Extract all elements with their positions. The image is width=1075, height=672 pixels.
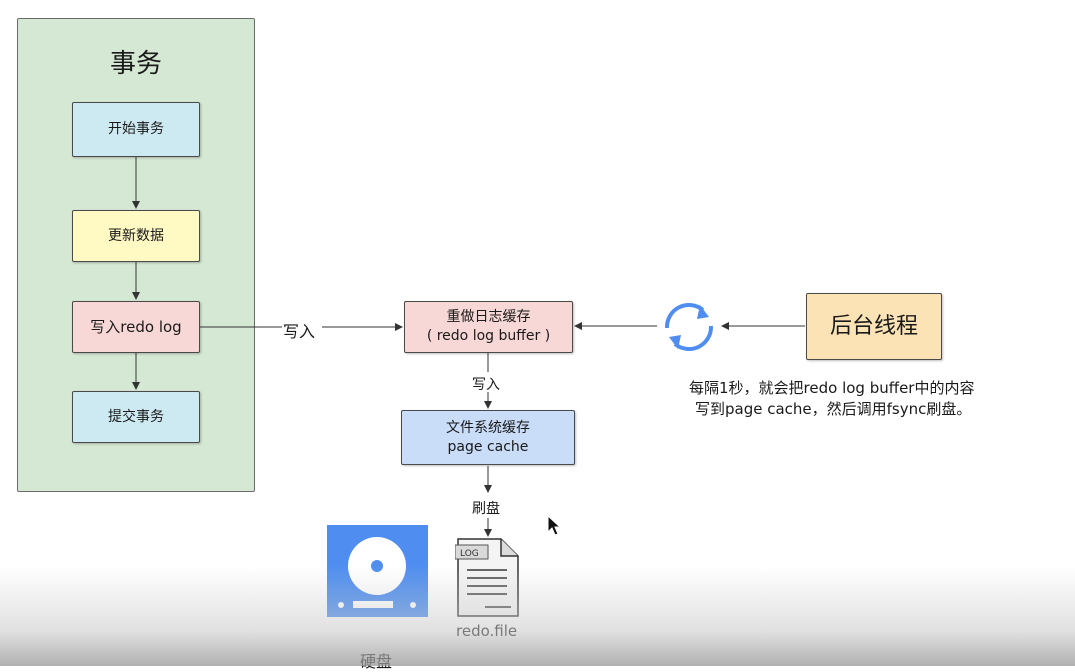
disk-label: 硬盘 xyxy=(360,652,393,671)
log-file-icon: LOG xyxy=(455,538,519,617)
step-label: 写入redo log xyxy=(90,317,182,336)
edge-label-write-to-buffer: 写入 xyxy=(283,322,316,341)
step-label: 提交事务 xyxy=(108,408,164,425)
edge-label-write-to-pagecache: 写入 xyxy=(472,377,500,393)
step-label: 开始事务 xyxy=(108,121,164,137)
background-thread-label: 后台线程 xyxy=(829,314,918,339)
redo-log-buffer-subtitle: ( redo log buffer ) xyxy=(426,328,551,344)
step-begin-transaction: 开始事务 xyxy=(72,102,200,157)
edge-label-flush: 刷盘 xyxy=(472,501,500,517)
log-badge: LOG xyxy=(460,549,479,559)
redo-log-buffer-box: 重做日志缓存 ( redo log buffer ) xyxy=(404,301,573,353)
redo-log-buffer-title: 重做日志缓存 xyxy=(446,309,531,325)
flush-note-line2: 写到page cache，然后调用fsync刷盘。 xyxy=(695,400,972,418)
refresh-icon xyxy=(664,302,714,352)
flush-note-line1: 每隔1秒，就会把redo log buffer中的内容 xyxy=(689,379,975,397)
flush-note: 每隔1秒，就会把redo log buffer中的内容 写到page cache… xyxy=(689,378,974,420)
mouse-cursor-icon xyxy=(547,515,562,536)
step-label: 更新数据 xyxy=(108,227,164,244)
transaction-title: 事务 xyxy=(109,49,162,79)
page-cache-subtitle: page cache xyxy=(447,438,529,455)
page-cache-box: 文件系统缓存 page cache xyxy=(401,410,575,465)
step-write-redo-log: 写入redo log xyxy=(72,301,200,353)
background-thread-box: 后台线程 xyxy=(806,293,942,360)
step-update-data: 更新数据 xyxy=(72,210,200,262)
step-commit-transaction: 提交事务 xyxy=(72,391,200,443)
log-file-label: redo.file xyxy=(456,622,518,640)
page-cache-title: 文件系统缓存 xyxy=(446,419,530,436)
hard-disk-icon xyxy=(327,525,428,617)
